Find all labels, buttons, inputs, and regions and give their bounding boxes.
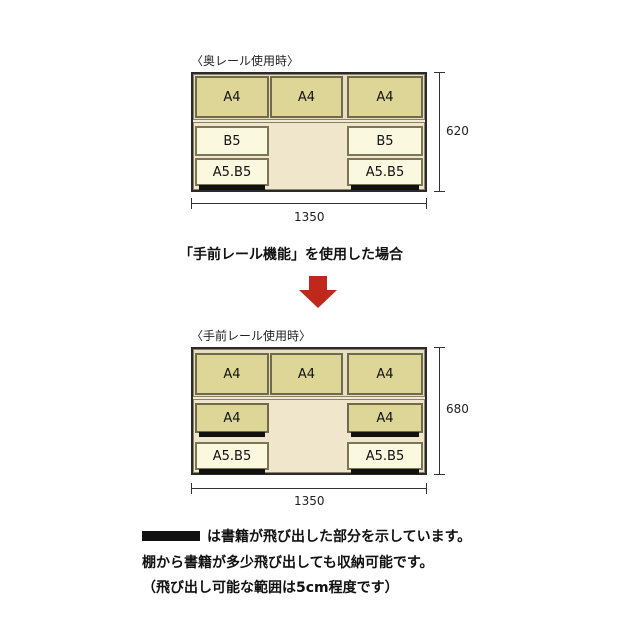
bottom-diagram-caption: 〈手前レール使用時〉 (191, 329, 312, 343)
top-width-label: 1350 (294, 210, 325, 224)
top-depth-line (439, 72, 440, 192)
bottom-box-a5b5-left: A5.B5 (195, 442, 269, 470)
top-box-a5b5-right: A5.B5 (347, 158, 423, 186)
top-protrusion-stripe-left (199, 185, 265, 190)
bottom-box-a4-right: A4 (347, 353, 423, 395)
top-box-a5b5-left: A5.B5 (195, 158, 269, 186)
bottom-protrusion-stripe-right-2 (351, 469, 419, 474)
top-protrusion-stripe-right (351, 185, 419, 190)
bottom-box-a4-lower-left: A4 (195, 403, 269, 433)
bottom-width-label: 1350 (294, 494, 325, 508)
top-box-a4-left: A4 (195, 76, 269, 118)
bottom-depth-tick-bottom (434, 474, 445, 475)
bottom-depth-line (439, 347, 440, 475)
top-width-tick-left (191, 198, 192, 209)
top-depth-label: 620 (446, 124, 469, 138)
legend-protrusion-swatch (142, 531, 200, 541)
top-box-b5-right: B5 (347, 126, 423, 156)
bottom-box-a4-lower-right: A4 (347, 403, 423, 433)
top-diagram-caption: 〈奥レール使用時〉 (191, 54, 300, 68)
bottom-depth-tick-top (434, 347, 445, 348)
bottom-box-a4-middle: A4 (270, 353, 343, 395)
bottom-protrusion-stripe-right-1 (351, 432, 419, 437)
top-box-b5-left: B5 (195, 126, 269, 156)
bottom-width-tick-right (426, 483, 427, 494)
headline: 「手前レール機能」を使用した場合 (179, 247, 403, 263)
note-line-2: 棚から書籍が多少飛び出しても収納可能です。 (142, 555, 434, 571)
bottom-box-a5b5-right: A5.B5 (347, 442, 423, 470)
top-width-line (191, 203, 427, 204)
note-line-1: は書籍が飛び出した部分を示しています。 (207, 529, 472, 545)
bottom-box-a4-left: A4 (195, 353, 269, 395)
top-depth-tick-top (434, 72, 445, 73)
bottom-depth-label: 680 (446, 402, 469, 416)
bottom-width-tick-left (191, 483, 192, 494)
top-box-a4-middle: A4 (270, 76, 343, 118)
top-box-a4-right: A4 (347, 76, 423, 118)
top-width-tick-right (426, 198, 427, 209)
down-arrow-icon (299, 276, 337, 308)
bottom-protrusion-stripe-left-2 (199, 469, 265, 474)
bottom-width-line (191, 488, 427, 489)
bottom-protrusion-stripe-left-1 (199, 432, 265, 437)
note-line-3: （飛び出し可能な範囲は5cm程度です） (142, 580, 399, 596)
top-depth-tick-bottom (434, 191, 445, 192)
